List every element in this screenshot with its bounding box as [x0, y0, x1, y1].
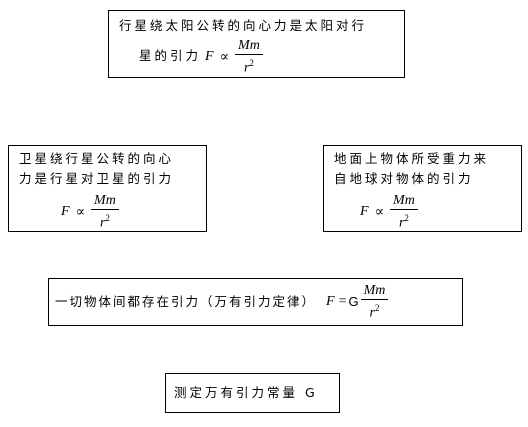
universal-gravitation-text: 一切物体间都存在引力（万有引力定律） — [55, 294, 317, 310]
formula-den-base: r — [243, 60, 250, 76]
box-satellite-planet: 卫星绕行星公转的向心 力是行星对卫星的引力 F ∝ Mm r2 — [8, 145, 207, 232]
box-satellite-planet-line2: 力是行星对卫星的引力 — [19, 171, 175, 186]
formula-lhs: F — [360, 204, 369, 220]
formula-universal-gravitation: F = G Mm r2 — [326, 284, 389, 321]
formula-earth-object: F ∝ Mm r2 — [360, 194, 418, 231]
formula-lhs: F — [205, 49, 214, 65]
formula-exponent: 2 — [105, 213, 110, 223]
box-measure-g: 测定万有引力常量 G — [165, 373, 340, 413]
formula-numerator: Mm — [360, 284, 389, 300]
box-earth-object-line1: 地面上物体所受重力来 — [334, 151, 490, 166]
formula-fraction: Mm r2 — [360, 284, 389, 321]
formula-lhs: F — [61, 204, 70, 220]
formula-denominator: r2 — [399, 210, 409, 231]
formula-relation: ∝ — [219, 49, 230, 65]
box-universal-gravitation: 一切物体间都存在引力（万有引力定律） F = G Mm r2 — [48, 278, 463, 326]
formula-numerator: Mm — [91, 194, 119, 210]
formula-exponent: 2 — [249, 58, 254, 68]
formula-exponent: 2 — [374, 303, 380, 313]
formula-fraction: Mm r2 — [390, 194, 418, 231]
box-earth-object-line2: 自地球对物体的引力 — [334, 171, 474, 186]
formula-exponent: 2 — [404, 213, 409, 223]
formula-fraction: Mm r2 — [91, 194, 119, 231]
formula-sun-planet: F ∝ Mm r2 — [205, 39, 263, 76]
formula-denominator: r2 — [100, 210, 110, 231]
formula-fraction: Mm r2 — [235, 39, 263, 76]
formula-lhs: F — [326, 294, 335, 310]
formula-denominator: r2 — [244, 55, 254, 76]
formula-relation: = — [338, 294, 347, 310]
formula-denominator: r2 — [370, 300, 380, 321]
box-sun-planet-line2: 星的引力 — [139, 48, 202, 63]
formula-den-base: r — [398, 215, 405, 231]
formula-numerator: Mm — [235, 39, 263, 55]
box-measure-g-text: 测定万有引力常量 G — [174, 385, 318, 400]
formula-relation: ∝ — [75, 204, 86, 220]
box-sun-planet: 行星绕太阳公转的向心力是太阳对行 星的引力 F ∝ Mm r2 — [108, 10, 405, 78]
box-sun-planet-line1: 行星绕太阳公转的向心力是太阳对行 — [119, 18, 368, 33]
box-earth-object: 地面上物体所受重力来 自地球对物体的引力 F ∝ Mm r2 — [323, 145, 522, 232]
box-universal-gravitation-row: 一切物体间都存在引力（万有引力定律） F = G Mm r2 — [55, 284, 389, 321]
formula-den-base: r — [369, 305, 375, 321]
formula-relation: ∝ — [374, 204, 385, 220]
box-satellite-planet-line1: 卫星绕行星公转的向心 — [19, 151, 175, 166]
formula-constant: G — [348, 294, 359, 310]
formula-numerator: Mm — [390, 194, 418, 210]
formula-satellite-planet: F ∝ Mm r2 — [61, 194, 119, 231]
formula-den-base: r — [99, 215, 106, 231]
